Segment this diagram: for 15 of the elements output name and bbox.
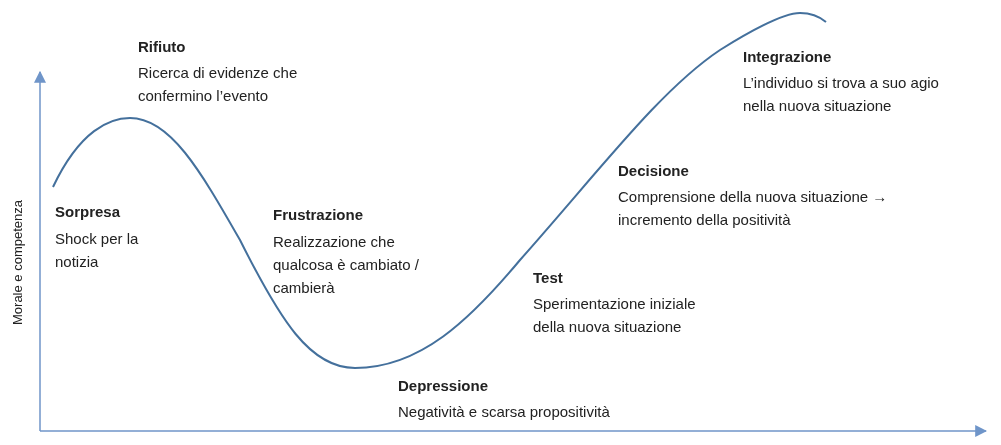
stage-description: Ricerca di evidenze che confermino l’evento [138,63,299,106]
stage-description: Sperimentazione iniziale della nuova situazione [533,294,697,337]
stage-description: L’individuo si trova a suo agio nella nuova situazione [743,73,940,116]
stage-description: Comprensione della nuova situazione → incremento della positività [618,187,889,230]
stage-description: Shock per la notizia [55,229,140,272]
stage-title: Rifiuto [138,37,186,57]
stage-description: Negatività e scarsa propositività [398,402,611,422]
stage-title: Test [533,268,563,288]
stage-title: Sorpresa [55,202,121,222]
stage-title: Depressione [398,376,489,396]
stage-title: Decisione [618,161,689,181]
stage-description: Realizzazione che qualcosa è cambiato / cambierà [273,232,420,298]
axis-label: Morale e competenza [9,199,25,325]
stage-title: Integrazione [743,47,832,67]
stage-title: Frustrazione [273,205,363,225]
